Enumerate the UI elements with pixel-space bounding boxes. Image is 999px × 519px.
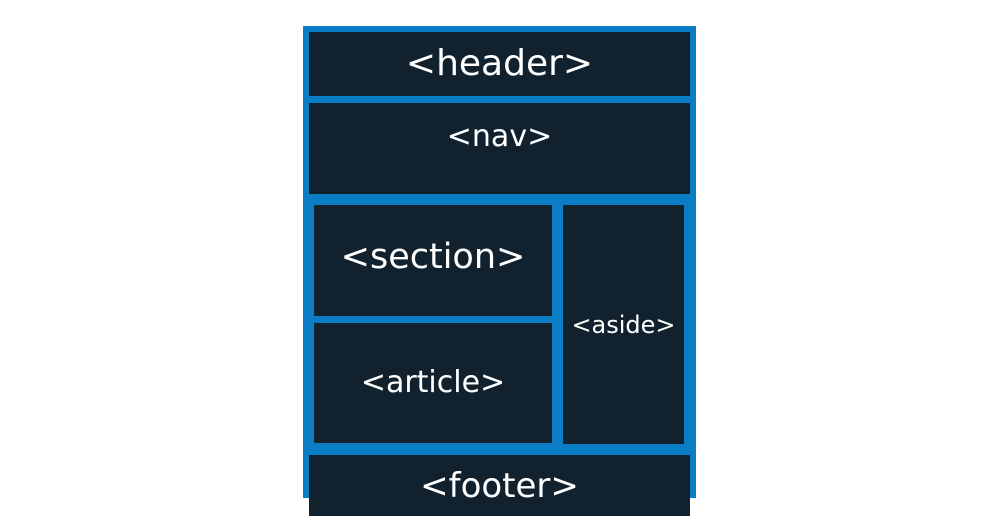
header-block: <header> [309, 32, 690, 96]
aside-label: <aside> [571, 310, 676, 339]
aside-block: <aside> [563, 205, 684, 444]
footer-label: <footer> [420, 465, 579, 506]
section-block: <section> [314, 205, 552, 316]
article-block: <article> [314, 323, 552, 443]
nav-label: <nav> [446, 118, 553, 154]
html5-layout-diagram: <header> <nav> <section> <article> <asid… [303, 26, 696, 516]
section-label: <section> [340, 237, 526, 277]
article-label: <article> [360, 365, 506, 400]
nav-block: <nav> [309, 103, 690, 194]
footer-block: <footer> [309, 455, 690, 516]
header-label: <header> [405, 43, 594, 84]
